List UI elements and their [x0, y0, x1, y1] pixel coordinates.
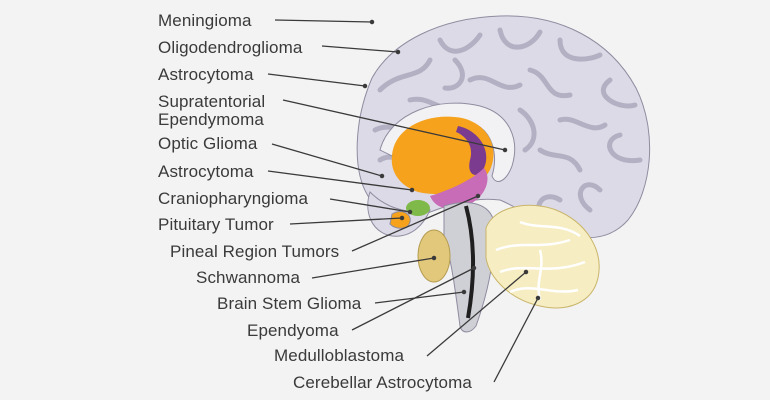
- leader-line-pineal-region-tumors: [351, 195, 479, 252]
- label-pineal-region-tumors: Pineal Region Tumors: [170, 243, 339, 260]
- leader-line-medulloblastoma: [426, 271, 527, 357]
- label-astrocytoma-1: Astrocytoma: [158, 66, 254, 83]
- label-text: Pituitary Tumor: [158, 215, 274, 234]
- leader-endpoint-oligodendroglioma: [395, 49, 401, 55]
- leader-endpoint-cerebellar-astrocytoma: [535, 295, 541, 301]
- label-text: Pineal Region Tumors: [170, 242, 340, 261]
- leader-line-astrocytoma-2: [267, 170, 413, 191]
- label-craniopharyngioma: Craniopharyngioma: [158, 190, 308, 207]
- leader-endpoint-brain-stem-glioma: [461, 289, 467, 295]
- leader-endpoint-pituitary-tumor: [399, 215, 405, 221]
- leader-line-brain-stem-glioma: [374, 291, 465, 304]
- leader-endpoint-optic-glioma: [379, 173, 385, 179]
- leader-lines: [267, 19, 541, 383]
- leader-line-meningioma: [274, 19, 373, 23]
- leader-line-schwannoma: [311, 257, 435, 279]
- brainstem: [443, 202, 495, 333]
- label-meningioma: Meningioma: [158, 12, 252, 29]
- leader-endpoint-schwannoma: [431, 255, 437, 261]
- leader-line-pituitary-tumor: [289, 217, 403, 225]
- label-oligodendroglioma: Oligodendroglioma: [158, 39, 302, 56]
- pituitary-gland: [389, 211, 411, 229]
- label-pituitary-tumor: Pituitary Tumor: [158, 216, 274, 233]
- leader-endpoint-ependyoma: [471, 265, 477, 271]
- label-text: Optic Glioma: [158, 134, 258, 153]
- leader-endpoint-medulloblastoma: [523, 269, 529, 275]
- leader-endpoint-supratentorial-ependymoma: [502, 147, 508, 153]
- label-brain-stem-glioma: Brain Stem Glioma: [217, 295, 361, 312]
- label-text: Cerebellar Astrocytoma: [293, 373, 472, 392]
- label-schwannoma: Schwannoma: [196, 269, 300, 286]
- leader-line-cerebellar-astrocytoma: [493, 297, 539, 383]
- label-cerebellar-astrocytoma: Cerebellar Astrocytoma: [293, 374, 472, 391]
- leader-line-supratentorial-ependymoma: [282, 99, 506, 151]
- leader-endpoint-pineal-region-tumors: [475, 193, 481, 199]
- leader-line-astrocytoma-1: [267, 73, 366, 87]
- label-text: Schwannoma: [196, 268, 301, 287]
- label-text: Oligodendroglioma: [158, 38, 303, 57]
- label-text: Craniopharyngioma: [158, 189, 309, 208]
- label-medulloblastoma: Medulloblastoma: [274, 347, 404, 364]
- label-text: Astrocytoma: [158, 162, 254, 181]
- leader-endpoint-meningioma: [369, 19, 375, 25]
- label-text: Meningioma: [158, 11, 252, 30]
- label-astrocytoma-2: Astrocytoma: [158, 163, 254, 180]
- label-text: Brain Stem Glioma: [217, 294, 362, 313]
- label-text: Ependyoma: [247, 321, 339, 340]
- label-ependyoma: Ependyoma: [247, 322, 339, 339]
- cerebellum-folia: [495, 220, 586, 301]
- label-text: Ependymoma: [158, 110, 264, 129]
- fourth-ventricle-line: [464, 205, 476, 319]
- label-text: Astrocytoma: [158, 65, 254, 84]
- label-text: Supratentorial: [158, 92, 266, 111]
- leader-line-oligodendroglioma: [321, 45, 399, 53]
- leader-line-optic-glioma: [271, 143, 383, 177]
- leader-line-craniopharyngioma: [329, 198, 411, 213]
- leader-endpoint-craniopharyngioma: [407, 209, 413, 215]
- leader-endpoint-astrocytoma-1: [362, 83, 368, 89]
- label-text: Medulloblastoma: [274, 346, 405, 365]
- label-optic-glioma: Optic Glioma: [158, 135, 257, 152]
- leader-line-ependyoma: [351, 267, 475, 331]
- ventricle-purple: [456, 126, 487, 175]
- leader-endpoint-astrocytoma-2: [409, 187, 415, 193]
